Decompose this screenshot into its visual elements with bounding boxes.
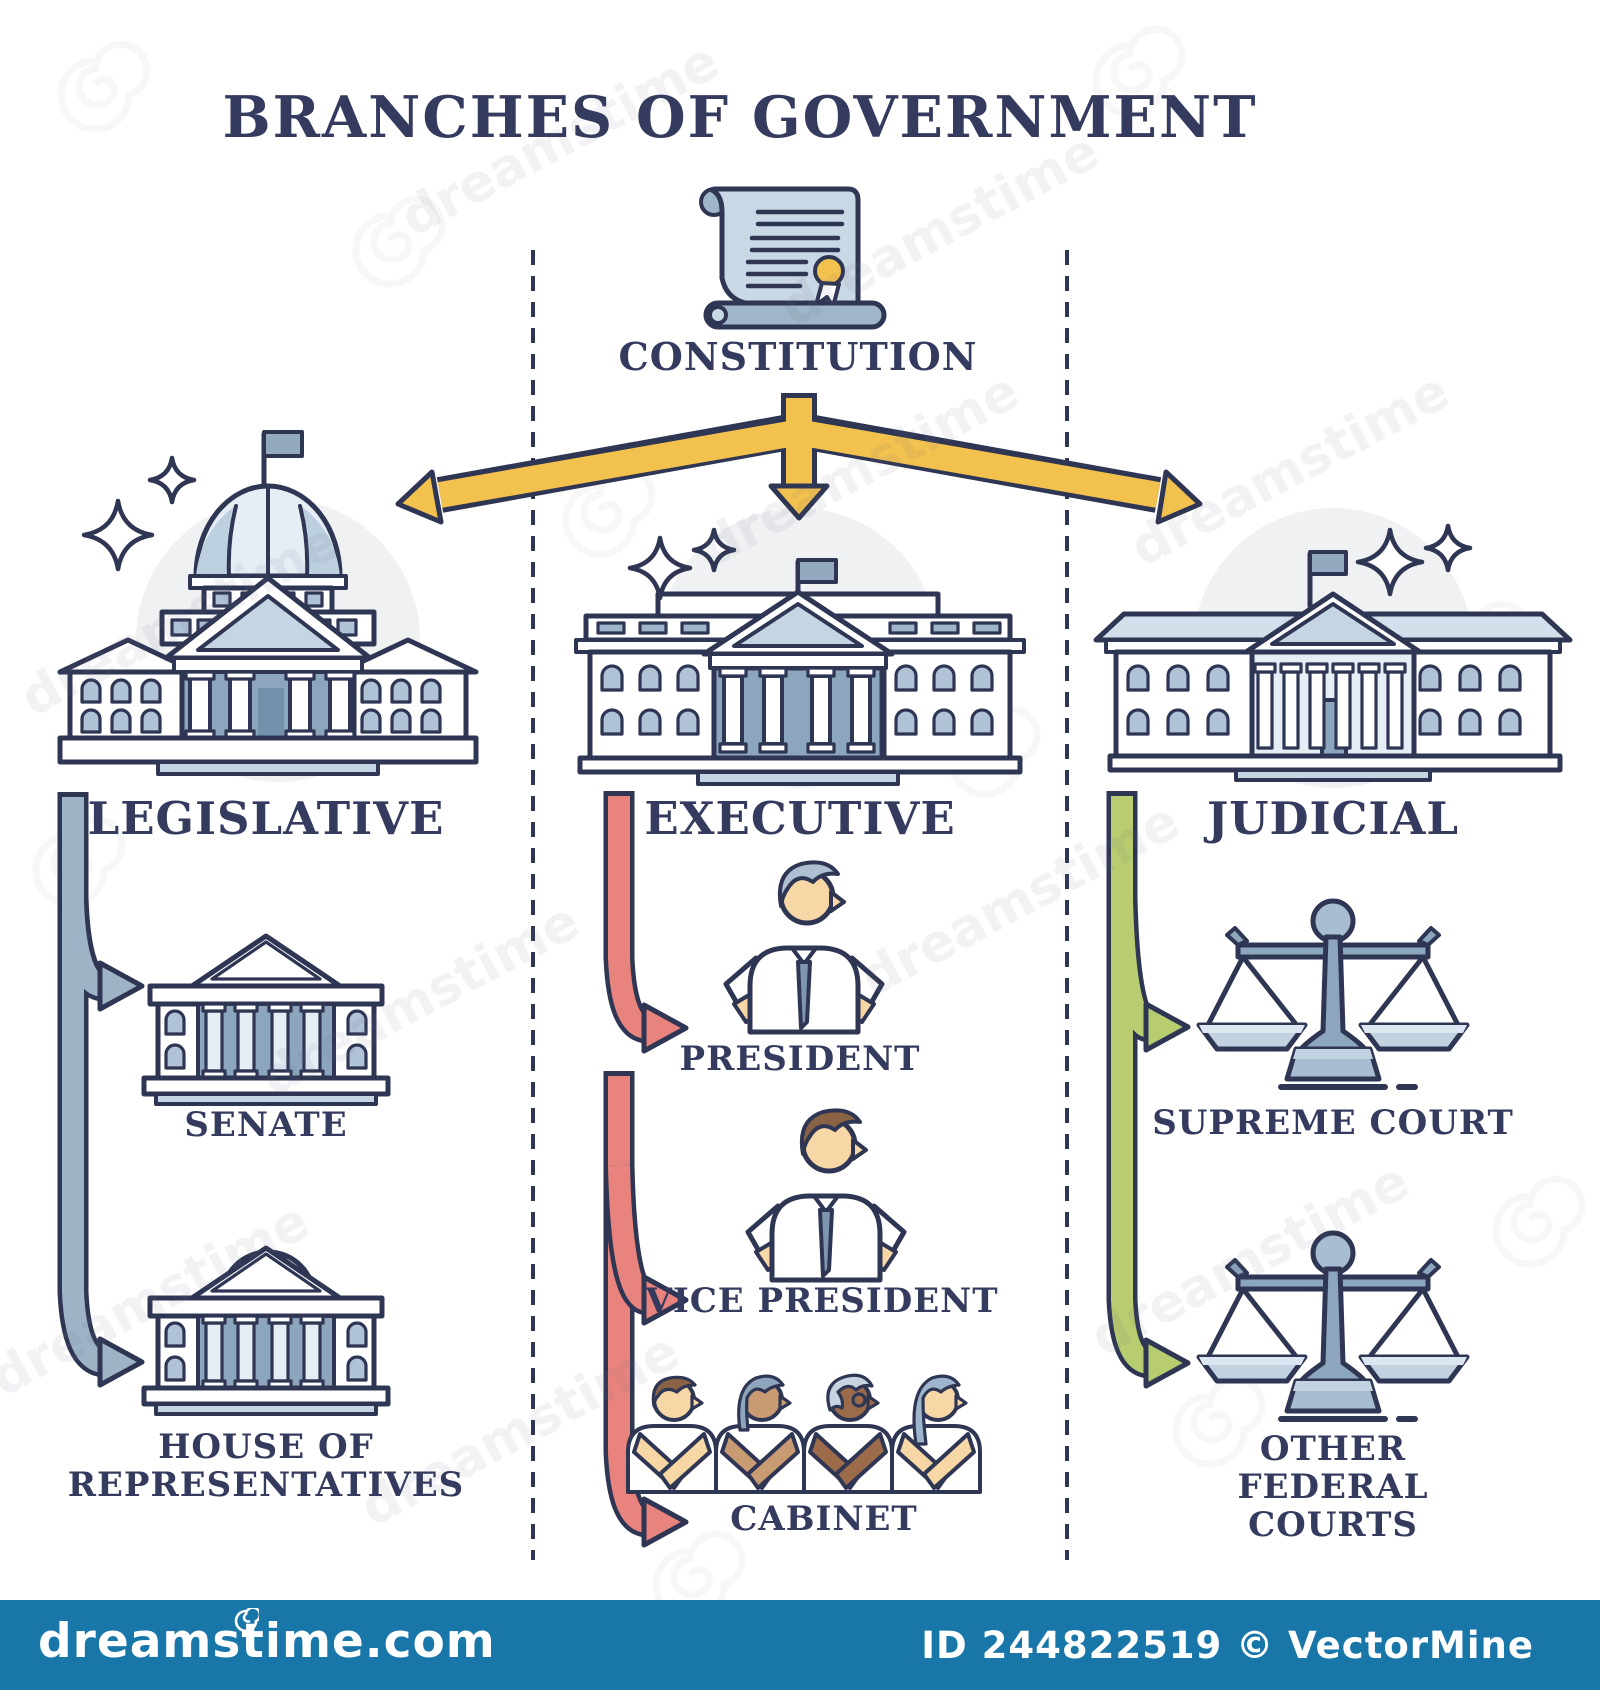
sparkle-icon: [627, 535, 693, 601]
judicial-branch-label: JUDICIAL: [1206, 792, 1460, 845]
flag-icon: [262, 430, 304, 458]
judicial-flow-arrow: [1106, 791, 1191, 1389]
arrowhead-right-icon: [1155, 469, 1203, 525]
supreme-court-label: SUPREME COURT: [1152, 1103, 1514, 1143]
arrowhead-down-icon: [768, 483, 830, 521]
vice-president-label: VICE PRESIDENT: [645, 1281, 999, 1321]
cabinet-member-icon: [626, 1375, 718, 1494]
federal-courts-label: OTHER FEDERAL COURTS: [1237, 1429, 1429, 1546]
sparkle-icon: [691, 527, 737, 573]
flag-icon: [1308, 550, 1348, 576]
flag-icon: [796, 558, 838, 584]
sparkle-icon: [81, 498, 155, 572]
colonnade-columns: [1253, 662, 1407, 750]
wing-windows: [80, 678, 442, 734]
house-label: HOUSE OF REPRESENTATIVES: [67, 1427, 465, 1506]
house-of-representatives-building-icon: [141, 1245, 391, 1416]
page-title: BRANCHES OF GOVERNMENT: [222, 84, 1258, 151]
sparkle-icon: [1423, 523, 1473, 573]
senate-label: SENATE: [184, 1105, 348, 1145]
footer-bar: dreamstime.com ID 244822519 © VectorMine: [0, 1600, 1600, 1690]
court-building-icon: [1093, 523, 1573, 782]
scales-icon-federal-courts: [1199, 1233, 1467, 1419]
executive-branch-label: EXECUTIVE: [644, 792, 956, 845]
cabinet-member-icon: [890, 1374, 982, 1494]
legislative-branch-label: LEGISLATIVE: [87, 792, 445, 845]
sparkle-icon: [147, 455, 197, 505]
image-credit: ID 244822519 © VectorMine: [921, 1624, 1534, 1667]
constitution-scroll-icon: [699, 186, 887, 330]
seal-icon: [813, 255, 845, 287]
capitol-building-icon: [57, 430, 479, 776]
constitution-label: CONSTITUTION: [618, 334, 978, 379]
arrowhead-left-icon: [395, 469, 444, 525]
wing-windows: [1126, 664, 1522, 736]
portico-columns: [718, 666, 876, 754]
scroll-text-lines: [745, 209, 845, 289]
wing-windows: [600, 664, 994, 736]
dreamstime-logo: dreamstime.com: [38, 1614, 496, 1669]
diagram-artwork: [0, 0, 1600, 1600]
constitution-branch-arrow: [395, 393, 1203, 525]
glasses-icon: [851, 1392, 867, 1408]
cabinet-icon: [626, 1373, 982, 1494]
legislative-flow-arrow: [57, 792, 145, 1388]
president-label: PRESIDENT: [679, 1039, 921, 1079]
white-house-icon: [574, 527, 1026, 786]
dreamstime-spiral-icon: [234, 1608, 259, 1633]
scales-icon-supreme-court: [1199, 901, 1467, 1087]
house-columns: [201, 1314, 325, 1390]
cabinet-member-icon: [714, 1374, 806, 1494]
cabinet-member-icon: [802, 1373, 894, 1494]
vice-president-icon: [748, 1110, 904, 1280]
executive-flow-arrows: [603, 791, 689, 1548]
cabinet-label: CABINET: [730, 1499, 918, 1539]
sparkle-icon: [1355, 527, 1425, 597]
president-icon: [726, 862, 882, 1032]
senate-building-icon: [141, 933, 391, 1106]
